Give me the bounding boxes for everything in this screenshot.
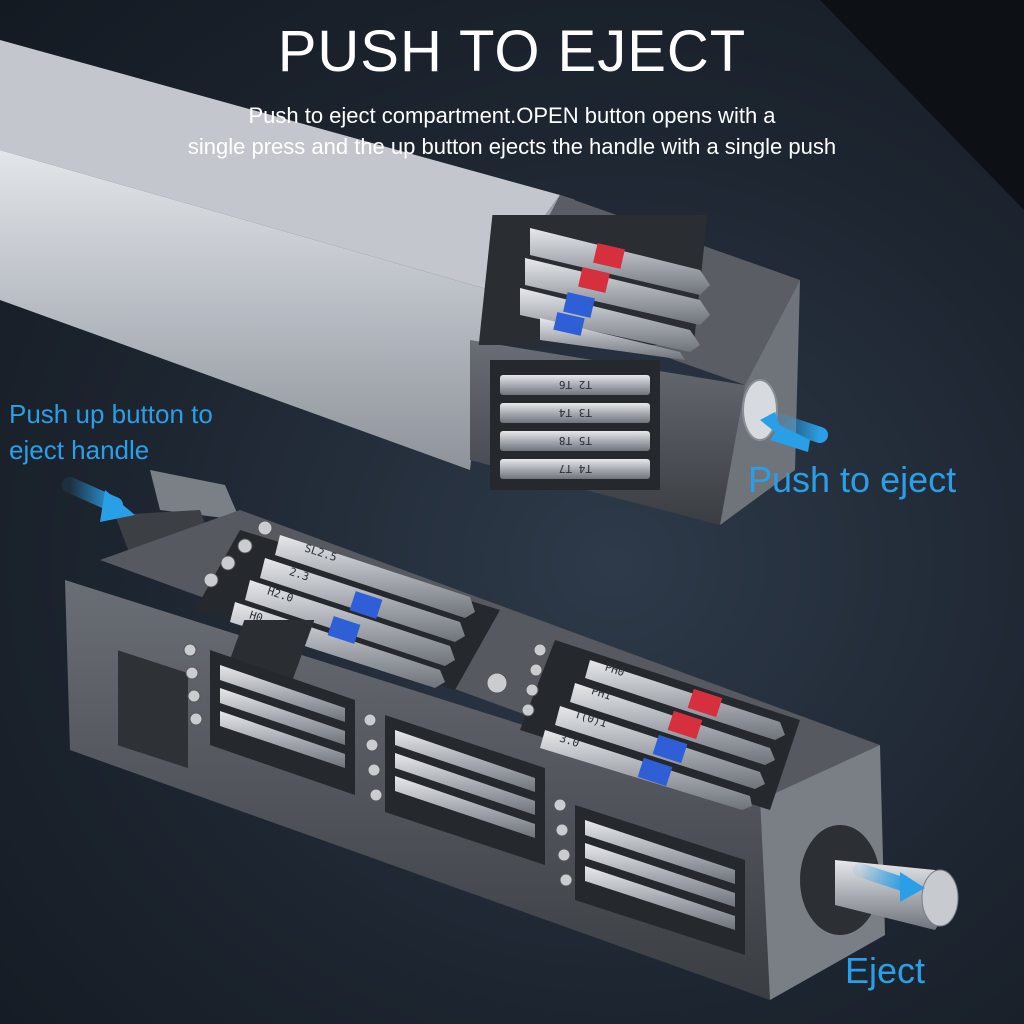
ejected-handle-tip [921, 869, 959, 927]
screw-icon [367, 763, 381, 777]
upper-bit-label: T5 T8 [559, 434, 592, 447]
bit [520, 288, 700, 352]
screw-icon [369, 788, 383, 802]
bit: PH0 [585, 660, 785, 740]
lower-top-bits: SL2.5 2.3 H2.0 H0 [230, 535, 475, 688]
push-to-eject-callout: Push to eject [748, 459, 957, 500]
push-up-callout: Push up button to eject handle [9, 396, 213, 468]
screw-icon [555, 823, 569, 837]
screw-icon [187, 689, 201, 703]
bit [530, 228, 710, 295]
lower-bit-label: PH0 [603, 661, 626, 680]
background-edge [820, 0, 1024, 210]
screw-icon [183, 643, 197, 657]
screw-icon [559, 873, 573, 887]
screw-icon [237, 538, 253, 554]
lower-bit-label: PH1 [590, 684, 613, 703]
upper-side-bits: T2 T6 T3 T4 T5 T8 T4 T7 [500, 375, 650, 479]
description-line-2: single press and the up button ejects th… [187, 134, 837, 159]
lower-window [118, 650, 188, 769]
screw-icon [521, 703, 535, 717]
push-up-callout-line-2: eject handle [9, 435, 150, 465]
front-bit-compartments [183, 643, 745, 955]
arrow-icon [900, 872, 925, 902]
aluminum-sleeve-top [0, 40, 560, 290]
arrow-icon [100, 490, 135, 522]
screw-icon [557, 848, 571, 862]
screw-icon [529, 663, 543, 677]
upper-bit-label: T4 T7 [559, 462, 592, 475]
arrow-icon [853, 863, 912, 892]
screw-icon [203, 572, 219, 588]
screw-icon [525, 683, 539, 697]
description-line-1: Push to eject compartment.OPEN button op… [248, 103, 776, 128]
screw-icon [189, 712, 203, 726]
bit: 3.0 [540, 730, 752, 810]
upper-bit-label: T2 T6 [559, 378, 592, 391]
upper-tray-bits [520, 228, 710, 360]
aluminum-sleeve-front [0, 150, 490, 470]
screw-icon [365, 738, 379, 752]
upper-bit-label: T3 T4 [559, 406, 592, 419]
bit: PH1 [570, 683, 775, 765]
eject-slider[interactable] [150, 470, 240, 520]
eject-button[interactable] [742, 379, 778, 441]
screw-icon [363, 713, 377, 727]
lower-left-screw-column [203, 520, 273, 588]
screw-icon [486, 672, 508, 694]
screw-icon [185, 666, 199, 680]
push-up-callout-line-1: Push up button to [9, 399, 213, 429]
eject-callout: Eject [845, 950, 926, 991]
screw-icon [257, 520, 273, 536]
screw-icon [220, 555, 236, 571]
headline: PUSH TO EJECT [277, 19, 747, 84]
bit [540, 312, 685, 360]
lower-tool: SL2.5 2.3 H2.0 H0 [62, 470, 959, 1000]
lower-bit-label: 3.0 [558, 732, 581, 751]
lower-bit-label: 2.3 [288, 565, 311, 584]
arrow-icon [767, 412, 828, 443]
bit [525, 258, 710, 325]
screw-icon [553, 798, 567, 812]
screw-icon [533, 643, 547, 657]
upper-tool: T2 T6 T3 T4 T5 T8 T4 T7 [0, 40, 828, 525]
